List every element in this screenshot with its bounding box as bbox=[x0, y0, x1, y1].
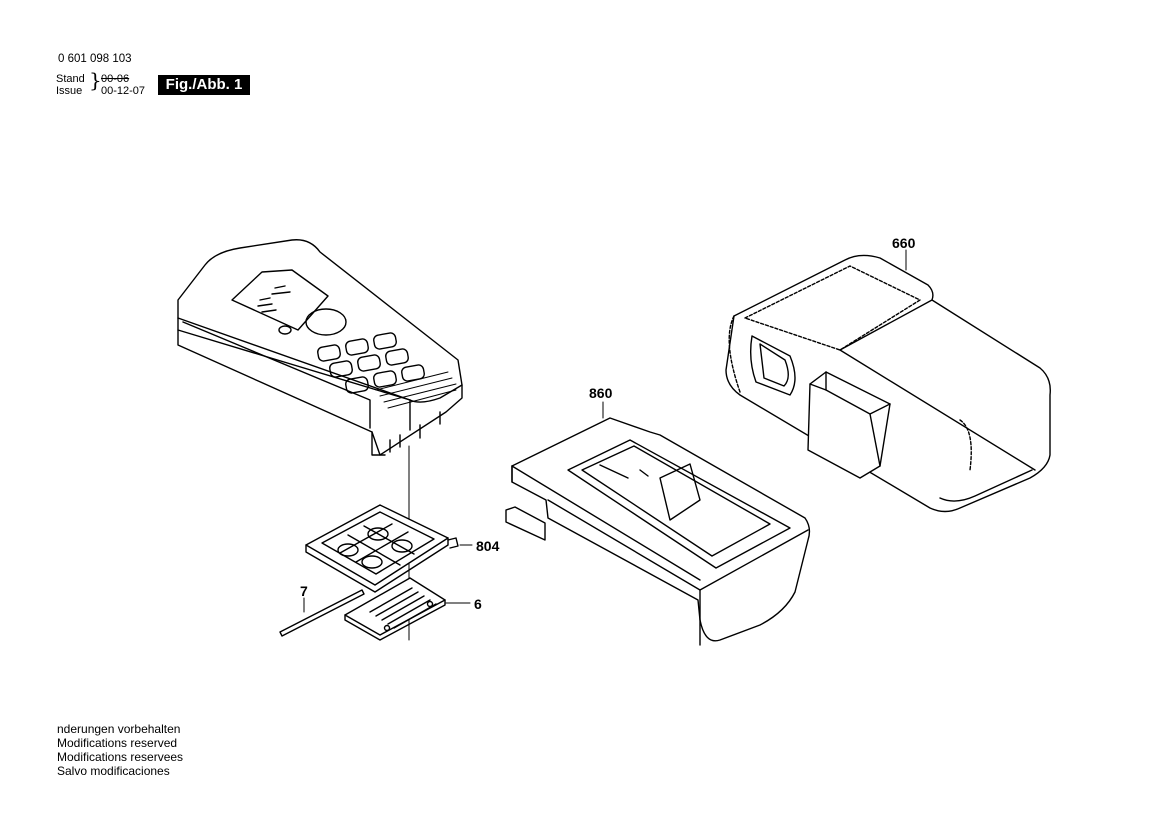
stand-label: Stand bbox=[56, 73, 85, 85]
rangefinder-device bbox=[177, 239, 463, 456]
callout-7: 7 bbox=[300, 583, 308, 599]
keypad bbox=[317, 332, 425, 394]
stand-date: 00-06 bbox=[101, 73, 130, 85]
battery-cover bbox=[344, 577, 446, 641]
document-number: 0 601 098 103 bbox=[58, 53, 132, 65]
callout-804: 804 bbox=[476, 538, 500, 554]
battery-tray bbox=[305, 504, 459, 593]
brace-glyph: } bbox=[89, 68, 102, 92]
footer-note-line: nderungen vorbehalten bbox=[57, 722, 181, 736]
display-screen bbox=[231, 269, 329, 331]
issue-date: 00-12-07 bbox=[101, 85, 146, 97]
figure-label: Fig./Abb. 1 bbox=[158, 75, 250, 95]
footer-note-line: Modifications reservees bbox=[57, 750, 184, 764]
issue-label: Issue bbox=[56, 85, 83, 97]
main-button bbox=[305, 308, 347, 336]
carrying-case bbox=[725, 254, 1051, 513]
retaining-pin bbox=[279, 589, 365, 637]
holster bbox=[505, 417, 811, 646]
callout-860: 860 bbox=[589, 385, 613, 401]
footer-note-line: Salvo modificaciones bbox=[57, 764, 170, 778]
callout-6: 6 bbox=[474, 596, 482, 612]
callout-660: 660 bbox=[892, 235, 916, 251]
footer-note-line: Modifications reserved bbox=[57, 736, 178, 750]
